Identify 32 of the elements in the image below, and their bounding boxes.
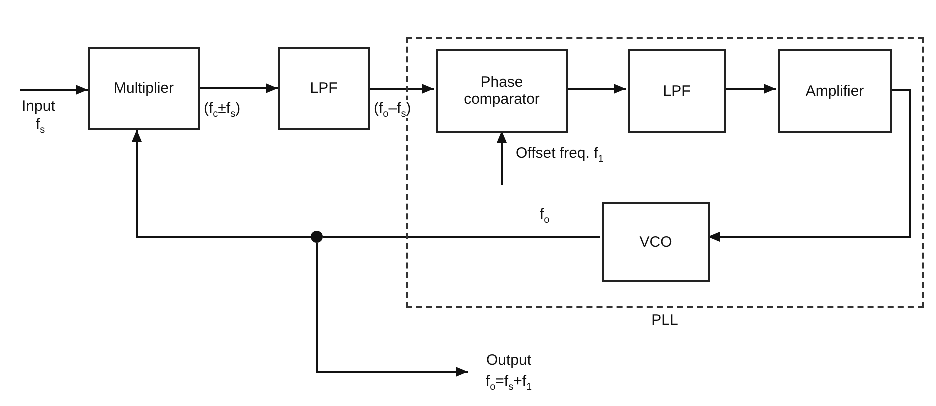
arrow <box>132 130 311 238</box>
block-label: LPF <box>309 80 339 97</box>
block-label: LPF <box>662 82 692 100</box>
block-box <box>436 49 568 133</box>
arrow <box>20 85 88 95</box>
arrow <box>370 84 434 94</box>
block-label: Phase comparator <box>463 74 541 108</box>
arrow <box>708 89 911 242</box>
arrow <box>316 243 468 377</box>
group-label: PLL <box>652 312 678 329</box>
connector-line <box>323 236 600 238</box>
signal-label: Offset freq. f$_{1}$ <box>516 145 604 163</box>
input-label: f$_{s}$ <box>36 116 46 134</box>
block-box <box>602 202 710 282</box>
block-label: Multiplier <box>112 80 175 97</box>
junction-dot <box>311 231 323 243</box>
edge-label: (f$_{o}$–f$_{s}$) <box>374 100 412 118</box>
block-label: Amplifier <box>804 82 866 100</box>
arrow <box>566 84 626 94</box>
arrow <box>497 131 507 185</box>
edge-label: f$_{o}$ <box>540 206 550 224</box>
block-box <box>778 49 892 133</box>
arrow <box>724 84 776 94</box>
arrow <box>200 84 278 94</box>
input-label: Input <box>22 98 56 116</box>
output-label: Output <box>486 351 532 371</box>
formula-text: f$_{o}$=f$_{s}$+f$_{1}$ <box>486 372 532 392</box>
block-label: VCO <box>638 234 674 250</box>
block-box <box>88 47 200 130</box>
block-box <box>278 47 370 130</box>
edge-label: (f$_{c}$±f$_{s}$) <box>204 100 241 118</box>
block-box <box>628 49 726 133</box>
